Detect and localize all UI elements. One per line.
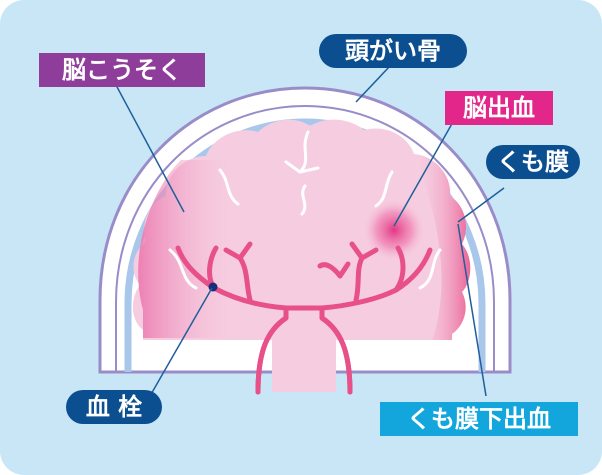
label-subarachnoid-hemorrhage: くも膜下出血 (380, 402, 578, 436)
carotid-arteries (255, 315, 353, 395)
label-stroke-infarction: 脳こうそく (39, 53, 205, 87)
callout-lines (115, 65, 505, 397)
label-thrombus: 血 栓 (66, 390, 162, 424)
clot-dot-icon (208, 282, 218, 292)
label-skull: 頭がい骨 (319, 34, 467, 68)
brain-folds (168, 130, 442, 290)
label-cerebral-hemorrhage: 脳出血 (445, 91, 553, 125)
hemorrhage-spot (362, 198, 426, 262)
brainstem (272, 340, 336, 392)
skull-inner-line (115, 104, 495, 372)
label-arachnoid: くも膜 (486, 145, 580, 179)
subarachnoid-shading (414, 154, 471, 340)
